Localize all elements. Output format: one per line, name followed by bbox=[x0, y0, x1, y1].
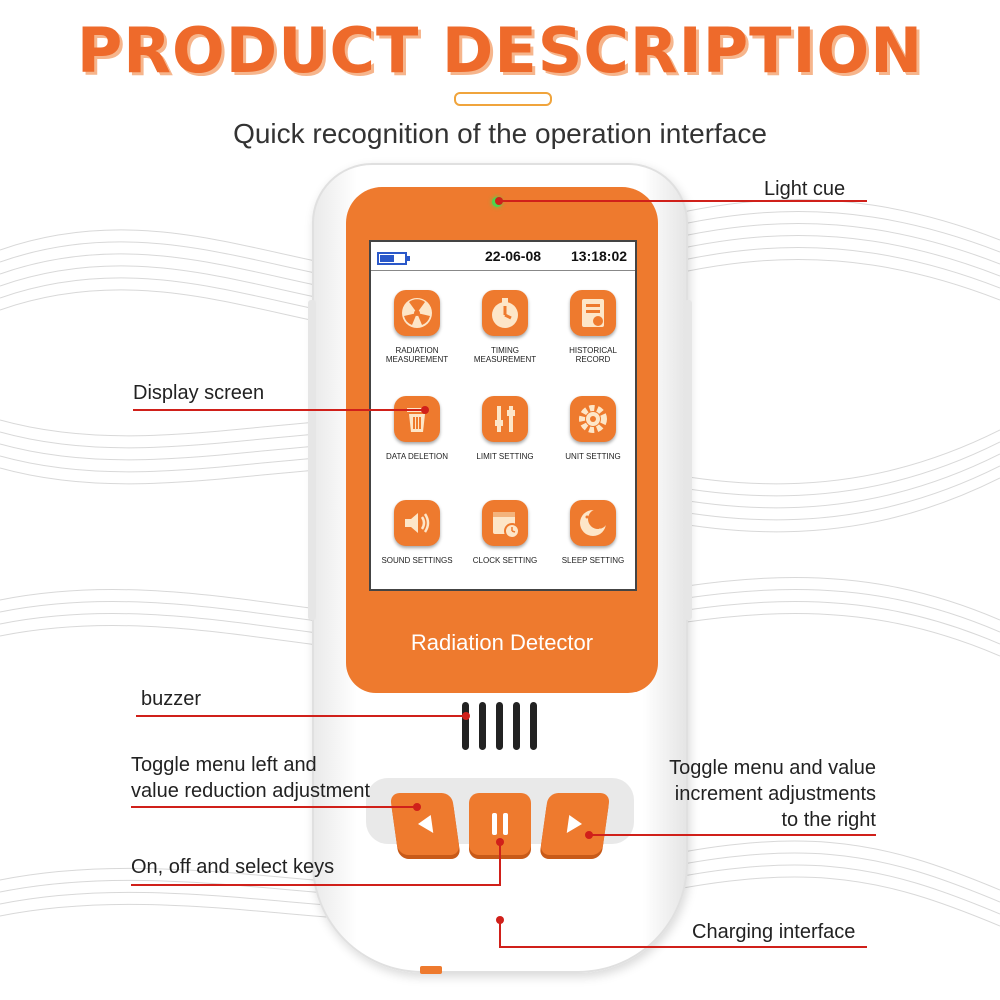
menu-sleep-setting[interactable]: SLEEP SETTING bbox=[549, 500, 637, 565]
callout-line-on-off-select bbox=[131, 884, 501, 886]
callout-dot bbox=[496, 838, 504, 846]
callout-dot bbox=[496, 916, 504, 924]
callout-line-display-screen bbox=[133, 409, 425, 411]
speaker-icon bbox=[394, 500, 440, 546]
moon-icon bbox=[570, 500, 616, 546]
headline-underline bbox=[454, 92, 552, 106]
stopwatch-icon bbox=[482, 290, 528, 336]
callout-line-toggle-right bbox=[589, 834, 876, 836]
menu-caption: SLEEP SETTING bbox=[561, 556, 625, 565]
label-light-cue: Light cue bbox=[764, 178, 846, 200]
status-time: 13:18:02 bbox=[571, 248, 628, 264]
callout-dot bbox=[421, 406, 429, 414]
callout-dot bbox=[413, 803, 421, 811]
callout-dot bbox=[462, 712, 470, 720]
status-bar: 22-06-08 13:18:02 bbox=[371, 242, 635, 271]
label-charging: Charging interface bbox=[692, 921, 856, 943]
menu-caption: SOUND SETTINGS bbox=[381, 556, 453, 565]
label-on-off-select: On, off and select keys bbox=[131, 856, 335, 878]
menu-caption: CLOCK SETTING bbox=[472, 556, 538, 565]
label-buzzer: buzzer bbox=[141, 688, 202, 710]
trash-icon bbox=[394, 396, 440, 442]
menu-caption: UNIT SETTING bbox=[565, 452, 621, 461]
status-date: 22-06-08 bbox=[485, 248, 542, 264]
battery-icon bbox=[377, 252, 410, 265]
left-key[interactable] bbox=[389, 793, 461, 855]
record-icon bbox=[570, 290, 616, 336]
menu-unit-setting[interactable]: UNIT SETTING bbox=[549, 396, 637, 461]
headline: PRODUCT DESCRIPTION bbox=[76, 14, 924, 87]
callout-line-light-cue bbox=[499, 200, 867, 202]
pause-icon bbox=[492, 813, 508, 835]
device-brand-label: Radiation Detector bbox=[410, 630, 594, 655]
radiation-icon bbox=[394, 290, 440, 336]
callout-line-charging bbox=[499, 946, 867, 948]
label-display-screen: Display screen bbox=[133, 382, 265, 404]
callout-dot bbox=[495, 197, 503, 205]
left-arrow-icon bbox=[418, 815, 434, 833]
device-side-grip-left bbox=[308, 300, 316, 620]
menu-limit-setting[interactable]: LIMIT SETTING bbox=[461, 396, 549, 461]
menu-caption: DATA DELETION bbox=[386, 452, 448, 461]
menu-sound-settings[interactable]: SOUND SETTINGS bbox=[373, 500, 461, 565]
callout-line-charging-vertical bbox=[499, 920, 501, 948]
device-side-grip-right bbox=[684, 300, 692, 620]
menu-data-deletion[interactable]: DATA DELETION bbox=[373, 396, 461, 461]
calendar-clock-icon bbox=[482, 500, 528, 546]
charging-port bbox=[420, 966, 442, 974]
menu-clock-setting[interactable]: CLOCK SETTING bbox=[461, 500, 549, 565]
menu-caption: LIMIT SETTING bbox=[476, 452, 534, 461]
sliders-icon bbox=[482, 396, 528, 442]
callout-line-buzzer bbox=[136, 715, 466, 717]
right-arrow-icon bbox=[566, 815, 582, 833]
subheadline: Quick recognition of the operation inter… bbox=[233, 118, 767, 149]
callout-dot bbox=[585, 831, 593, 839]
callout-line-on-off-select-vertical bbox=[499, 842, 501, 886]
callout-line-toggle-left bbox=[131, 806, 417, 808]
right-key[interactable] bbox=[539, 793, 611, 855]
gear-icon bbox=[570, 396, 616, 442]
